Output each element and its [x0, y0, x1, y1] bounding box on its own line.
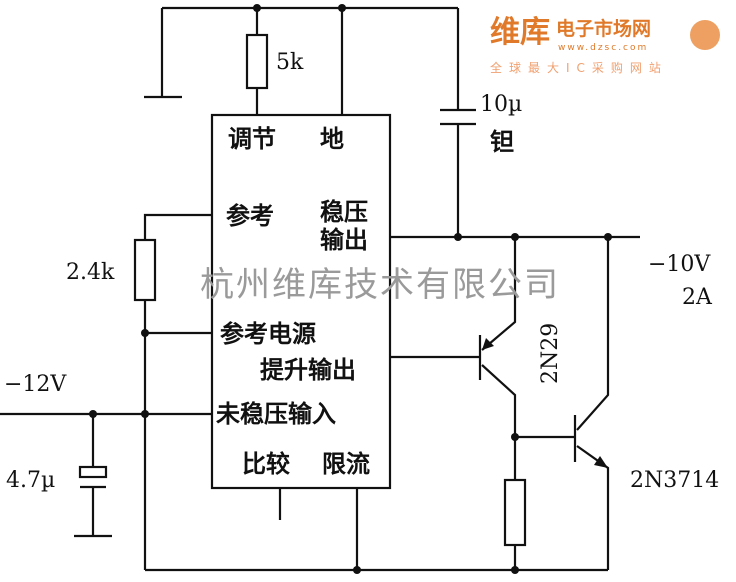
ic-pin-output: 输出	[320, 225, 368, 254]
watermark-company: 杭州维库技术有限公司	[200, 265, 560, 305]
watermark-url: www.dzsc.com	[558, 43, 649, 53]
watermark-logo-icon	[690, 20, 720, 50]
label-4.7u: 4.7µ	[6, 468, 56, 493]
label-input-voltage: −12V	[4, 372, 67, 397]
label-2.4k: 2.4k	[66, 260, 115, 285]
ic-pin-current-limit: 限流	[322, 449, 370, 478]
ic-pin-compare: 比较	[242, 449, 290, 478]
watermark-slogan: 全球最大IC采购网站	[490, 61, 668, 75]
ic-pin-adjust: 调节	[228, 124, 276, 153]
ic-pin-ref-source: 参考电源	[220, 319, 316, 348]
watermark-brand: 维库	[490, 15, 550, 50]
ic-pin-regulated: 稳压	[320, 197, 368, 226]
label-tantalum: 钽	[490, 127, 514, 156]
regulator-ic	[210, 113, 392, 490]
resistor-bias	[503, 478, 527, 547]
label-q1: 2N29	[538, 322, 563, 384]
watermark-site-name: 电子市场网	[556, 18, 652, 40]
q2-emitter-arrow	[594, 456, 608, 468]
resistor-5k	[245, 33, 269, 90]
ic-pin-boost-output: 提升输出	[260, 355, 356, 384]
label-output-voltage: −10V	[648, 252, 711, 277]
label-5k: 5k	[276, 50, 304, 75]
q1-emitter-arrow	[482, 338, 494, 350]
label-output-current: 2A	[682, 285, 712, 310]
ic-pin-reference: 参考	[226, 201, 274, 230]
ic-pin-ground: 地	[320, 124, 344, 153]
label-10u: 10µ	[480, 92, 523, 117]
resistor-2.4k	[133, 238, 157, 302]
ic-pin-unregulated-input: 未稳压输入	[216, 399, 336, 428]
capacitor-4.7u	[78, 465, 108, 479]
label-2n3714: 2N3714	[630, 468, 720, 493]
